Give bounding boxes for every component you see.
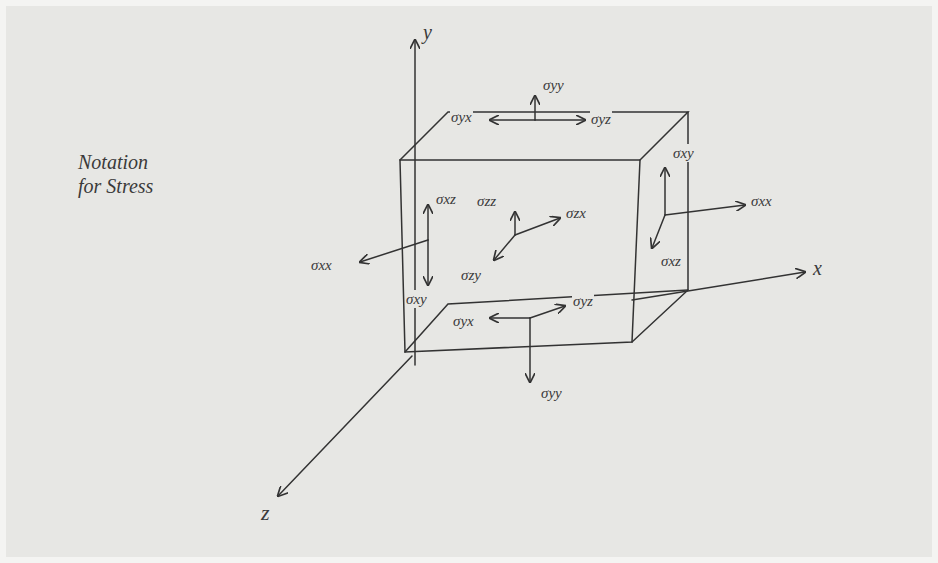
stress-label: σxy xyxy=(672,144,695,162)
stress-label: σyx xyxy=(450,108,473,126)
stress-label: σzz xyxy=(476,192,497,210)
y-axis xyxy=(414,40,416,365)
stress-label: σxx xyxy=(750,192,773,210)
stress-label: σzy xyxy=(460,266,482,284)
front-face-stresses xyxy=(494,212,560,260)
stress-label: σxz xyxy=(435,190,457,208)
stress-label: σyy xyxy=(540,384,563,402)
stress-label: σyz xyxy=(590,110,612,128)
top-face-stresses xyxy=(490,96,585,120)
cube-top-face xyxy=(400,112,688,160)
cube-bottom-face xyxy=(405,290,688,352)
z-axis xyxy=(278,356,412,496)
x-axis xyxy=(632,272,805,300)
stress-label: σyy xyxy=(542,76,565,94)
diagram-title: Notation for Stress xyxy=(78,150,173,198)
stress-label: σyz xyxy=(572,292,594,310)
axis-label: z xyxy=(260,500,271,526)
axis-label: y xyxy=(422,20,433,44)
stress-label: σxx xyxy=(310,256,333,274)
stress-label: σyx xyxy=(452,312,475,330)
right-face-stresses xyxy=(652,168,745,248)
stress-label: σxz xyxy=(660,252,682,270)
axis-label: x xyxy=(812,256,823,280)
bottom-face-stresses xyxy=(490,306,565,382)
stress-label: σxy xyxy=(405,290,428,308)
stress-label: σzx xyxy=(565,204,587,222)
cube-front-face xyxy=(400,160,640,352)
left-face-stresses xyxy=(360,205,428,285)
